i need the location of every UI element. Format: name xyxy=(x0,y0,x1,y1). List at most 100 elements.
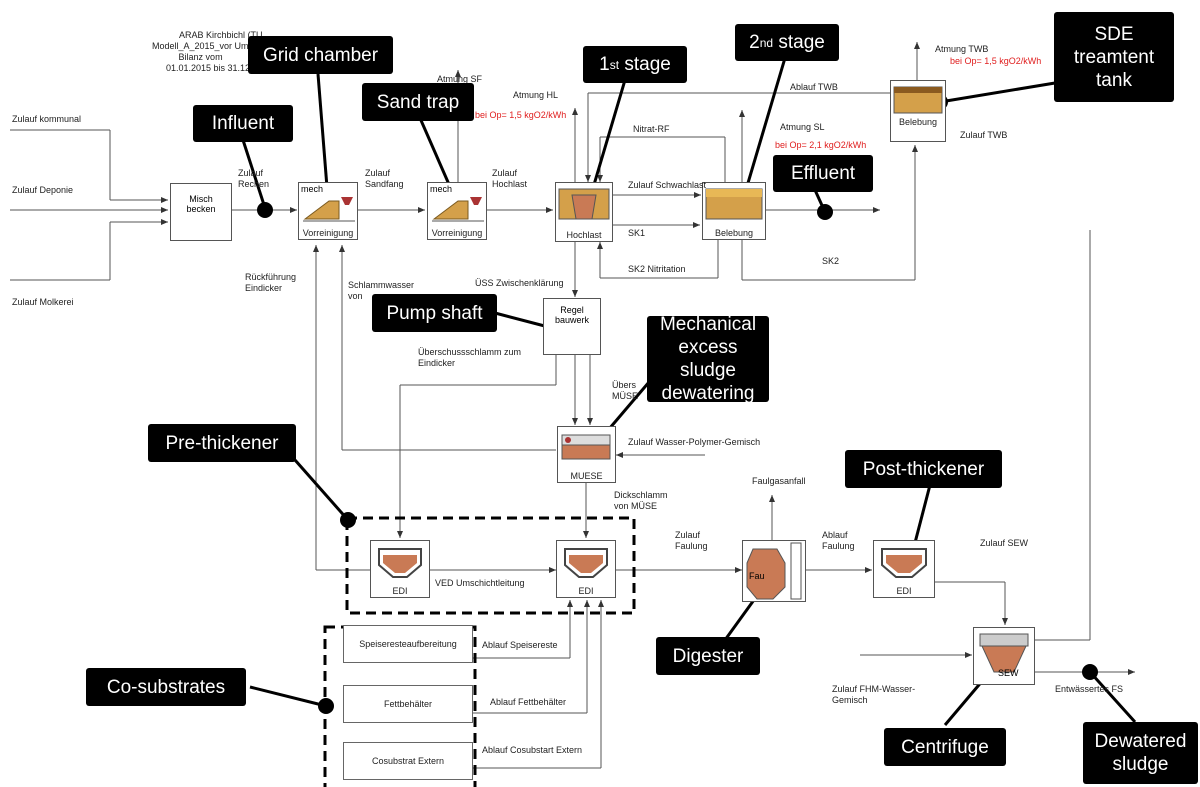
callout-influent: Influent xyxy=(193,105,293,142)
muese-box: MUESE xyxy=(557,426,616,483)
fettbehaelter-box: Fettbehälter xyxy=(343,685,473,723)
digester-icon xyxy=(746,542,802,600)
callout-sde-tank: SDE treamtent tank xyxy=(1054,12,1174,102)
callout-digester: Digester xyxy=(656,637,760,675)
input-molkerei: Zulauf Molkerei xyxy=(12,297,74,307)
callout-grid-chamber: Grid chamber xyxy=(248,36,393,74)
header-line3: Bilanz vom xyxy=(178,52,223,62)
label-ueberschuss: Überschussschlamm zum Eindicker xyxy=(418,347,522,368)
label-uess: ÜSS Zwischenklärung xyxy=(475,278,564,288)
callout-post-thickener: Post-thickener xyxy=(845,450,1002,488)
hochlast-label: Hochlast xyxy=(566,230,602,240)
label-schlammwasser: Schlammwasser von xyxy=(348,280,415,301)
muese-label: MUESE xyxy=(570,471,603,481)
label-nitrat-rf: Nitrat-RF xyxy=(633,124,670,134)
label-sk2-nitritation: SK2 Nitritation xyxy=(628,264,686,274)
stage2-num: 2 xyxy=(749,32,760,53)
vorreinigung2-label: Vorreinigung xyxy=(431,228,483,238)
edi2-box: EDI xyxy=(556,540,616,598)
label-op-hl: bei Op= 1,5 kgO2/kWh xyxy=(475,110,567,120)
belebung-label: Belebung xyxy=(714,228,754,238)
grid-chamber-icon xyxy=(303,197,355,222)
belebung-box: Belebung xyxy=(702,182,766,240)
digester-box: Fau xyxy=(742,540,806,602)
label-op-twb: bei Op= 1,5 kgO2/kWh xyxy=(950,56,1042,66)
label-zulauf-hochlast: Zulauf Hochlast xyxy=(492,168,528,189)
header-block: ARAB Kirchbichl (TU Modell_A_2015_vor Um… xyxy=(152,30,263,74)
callout-pump-shaft: Pump shaft xyxy=(372,294,497,332)
vorreinigung1-label: Vorreinigung xyxy=(302,228,354,238)
vorreinigung2-tag: mech xyxy=(430,184,453,194)
edi2-label: EDI xyxy=(578,586,594,596)
edi3-box: EDI xyxy=(873,540,935,598)
edi3-tank-icon xyxy=(881,548,927,578)
label-ablauf-speisereste: Ablauf Speisereste xyxy=(482,640,558,650)
vorreinigung2-box: mech Vorreinigung xyxy=(427,182,487,240)
callout-effluent: Effluent xyxy=(773,155,873,192)
label-uebers-muese: Übers MÜSE xyxy=(612,380,639,401)
header-line1: ARAB Kirchbichl (TU xyxy=(179,30,263,40)
edi1-box: EDI xyxy=(370,540,430,598)
regel-bauwerk-box: Regel bauwerk xyxy=(543,298,601,355)
speiseresteaufbereitung-box: Speiseresteaufbereitung xyxy=(343,625,473,663)
vorreinigung1-box: mech Vorreinigung xyxy=(298,182,358,240)
belebung-tank-icon xyxy=(705,188,763,220)
label-rueckfuehrung: Rückführung Eindicker xyxy=(245,272,297,293)
muese-icon xyxy=(561,434,611,460)
sew-box: SEW xyxy=(973,627,1035,685)
hochlast-tank-icon xyxy=(558,188,610,220)
sand-trap-icon xyxy=(432,197,484,222)
label-zulauf-polymer: Zulauf Wasser-Polymer-Gemisch xyxy=(628,437,761,447)
label-op-sl: bei Op= 2,1 kgO2/kWh xyxy=(775,140,867,150)
callout-sand-trap: Sand trap xyxy=(362,83,474,121)
label-zulauf-twb: Zulauf TWB xyxy=(960,130,1008,140)
label-zulauf-sew: Zulauf SEW xyxy=(980,538,1029,548)
label-atmung-twb: Atmung TWB xyxy=(935,44,989,54)
label-atmung-sf: Atmung SF xyxy=(437,74,483,84)
label-sk1: SK1 xyxy=(628,228,646,238)
label-zulauf-faulung: Zulauf Faulung xyxy=(675,530,708,551)
sew-label: SEW xyxy=(998,668,1019,678)
label-entwaessert: Entwässertes FS xyxy=(1055,684,1124,694)
callout-centrifuge: Centrifuge xyxy=(884,728,1006,766)
hochlast-box: Hochlast xyxy=(555,182,613,242)
label-zulauf-sandfang: Zulauf Sandfang xyxy=(365,168,404,189)
label-dickschlamm: Dickschlamm von MÜSE xyxy=(614,490,668,511)
label-atmung-hl: Atmung HL xyxy=(513,90,559,100)
label-zulauf-rechen: Zulauf Rechen xyxy=(238,168,270,189)
edi2-tank-icon xyxy=(564,548,608,578)
label-atmung-sl: Atmung SL xyxy=(780,122,825,132)
stage1-text: stage xyxy=(619,54,671,75)
input-kommunal: Zulauf kommunal xyxy=(12,114,82,124)
callout-pre-thickener: Pre-thickener xyxy=(148,424,296,462)
label-ved: VED Umschichtleitung xyxy=(435,578,525,588)
label-ablauf-faulung: Ablauf Faulung xyxy=(822,530,855,551)
vorreinigung1-tag: mech xyxy=(301,184,324,194)
cosubstrat-extern-box: Cosubstrat Extern xyxy=(343,742,473,780)
label-zulauf-fhm: Zulauf FHM-Wasser- Gemisch xyxy=(832,684,916,705)
belebung-twb-label: Belebung xyxy=(898,117,938,127)
stage2-text: stage xyxy=(773,32,825,53)
label-zulauf-schwachlast: Zulauf Schwachlast xyxy=(628,180,707,190)
flow-lines xyxy=(10,42,1135,769)
label-faulgas: Faulgasanfall xyxy=(752,476,806,486)
digester-label: Fau xyxy=(749,571,765,581)
sde-tank-icon xyxy=(893,86,943,114)
input-deponie: Zulauf Deponie xyxy=(12,185,74,195)
edi3-label: EDI xyxy=(896,586,912,596)
callout-co-substrates: Co-substrates xyxy=(86,668,246,706)
header-line4: 01.01.2015 bis 31.12.20 xyxy=(165,63,263,73)
misch-becken-label: Misch becken xyxy=(186,194,216,214)
callout-dewatered-sludge: Dewatered sludge xyxy=(1083,722,1198,784)
centrifuge-icon xyxy=(979,633,1029,673)
edi1-tank-icon xyxy=(378,548,422,578)
stage1-num: 1 xyxy=(599,54,610,75)
label-ablauf-fett: Ablauf Fettbehälter xyxy=(490,697,567,707)
header-line2: Modell_A_2015_vor Umstel xyxy=(152,41,263,51)
misch-becken-box: Misch becken xyxy=(170,183,232,241)
label-sk2: SK2 xyxy=(822,256,840,266)
belebung-twb-box: Belebung xyxy=(890,80,946,142)
label-ablauf-twb: Ablauf TWB xyxy=(790,82,838,92)
